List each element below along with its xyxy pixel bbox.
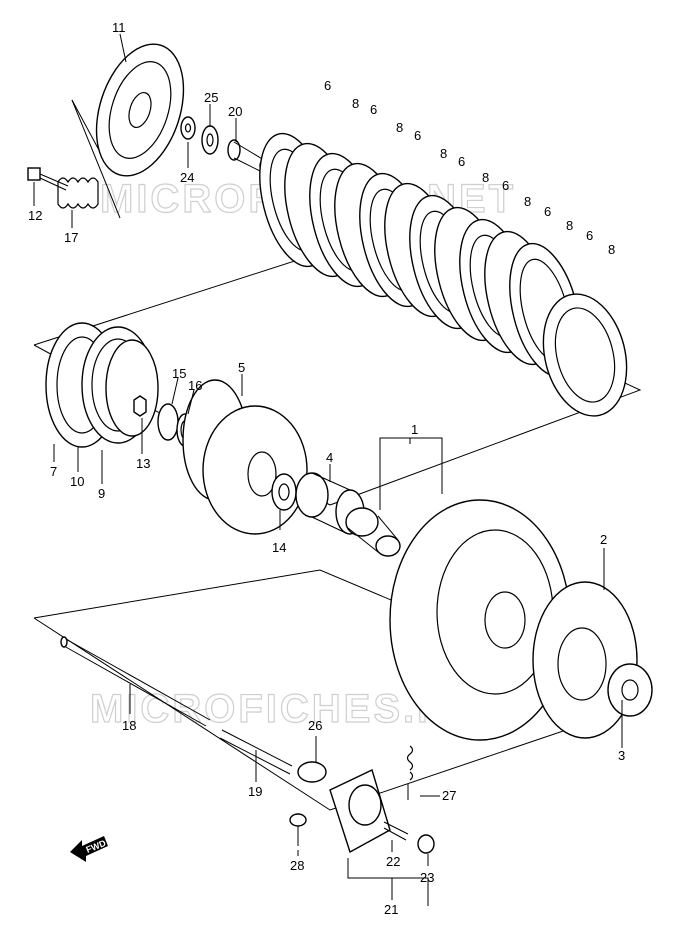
callout-12: 12 <box>28 208 42 223</box>
callout-14: 14 <box>272 540 286 555</box>
callout-19: 19 <box>248 784 262 799</box>
washer-part-24 <box>180 116 196 140</box>
callout-27: 27 <box>442 788 456 803</box>
callout-4: 4 <box>326 450 333 465</box>
callout-8f: 8 <box>566 218 573 233</box>
callout-25: 25 <box>204 90 218 105</box>
callout-8a: 8 <box>352 96 359 111</box>
bolt-part-28 <box>289 813 307 846</box>
callout-21: 21 <box>384 902 398 917</box>
callout-8b: 8 <box>396 120 403 135</box>
leader-lines <box>33 33 623 906</box>
callout-6a: 6 <box>324 78 331 93</box>
spring-part-27 <box>406 745 414 800</box>
callout-13: 13 <box>136 456 150 471</box>
bearing-part-25 <box>201 125 219 155</box>
pressure-plate-part-11 <box>95 43 185 177</box>
callout-8c: 8 <box>440 146 447 161</box>
fwd-label: FWD <box>85 838 108 855</box>
callout-28: 28 <box>290 858 304 873</box>
callout-3: 3 <box>618 748 625 763</box>
callout-7: 7 <box>50 464 57 479</box>
washer-part-14 <box>271 473 297 511</box>
sleeve-hub-part-5 <box>182 379 308 535</box>
callout-5: 5 <box>238 360 245 375</box>
callout-2: 2 <box>600 532 607 547</box>
callout-23: 23 <box>420 870 434 885</box>
primary-driven-gear-housing <box>389 499 571 741</box>
push-rod-part-18 <box>60 636 211 727</box>
spring-part-17 <box>57 177 99 209</box>
seal-part-26 <box>297 761 327 783</box>
callout-15: 15 <box>172 366 186 381</box>
callout-6d: 6 <box>458 154 465 169</box>
callout-8e: 8 <box>524 194 531 209</box>
callout-labels: 1 2 3 4 5 6 8 6 8 6 8 6 8 6 8 6 8 6 8 7 … <box>28 20 625 917</box>
callout-8d: 8 <box>482 170 489 185</box>
callout-6g: 6 <box>586 228 593 243</box>
callout-11: 11 <box>112 20 126 35</box>
callout-8g: 8 <box>608 242 615 257</box>
washer-part-3 <box>607 663 653 717</box>
clutch-plate-stack <box>259 132 628 417</box>
screw-part-22 <box>383 821 409 841</box>
callout-18: 18 <box>122 718 136 733</box>
callout-6e: 6 <box>502 178 509 193</box>
clutch-plates-7-10-9 <box>45 322 159 448</box>
spacer-part-1 <box>345 507 401 557</box>
callout-9: 9 <box>98 486 105 501</box>
callout-6f: 6 <box>544 204 551 219</box>
push-rod-part-19 <box>219 729 293 775</box>
callout-17: 17 <box>64 230 78 245</box>
callout-6b: 6 <box>370 102 377 117</box>
callout-10: 10 <box>70 474 84 489</box>
fwd-arrow-icon: FWD <box>70 836 108 862</box>
callout-16: 16 <box>188 378 202 393</box>
nut-part-13 <box>133 395 147 417</box>
washer-part-15 <box>157 403 179 441</box>
callout-20: 20 <box>228 104 242 119</box>
callout-26: 26 <box>308 718 322 733</box>
callout-1: 1 <box>411 422 418 437</box>
nut-part-23 <box>417 834 435 854</box>
callout-24: 24 <box>180 170 194 185</box>
release-assembly-part-21 <box>329 769 391 854</box>
callout-22: 22 <box>386 854 400 869</box>
callout-6c: 6 <box>414 128 421 143</box>
bolt-part-12 <box>27 167 69 191</box>
